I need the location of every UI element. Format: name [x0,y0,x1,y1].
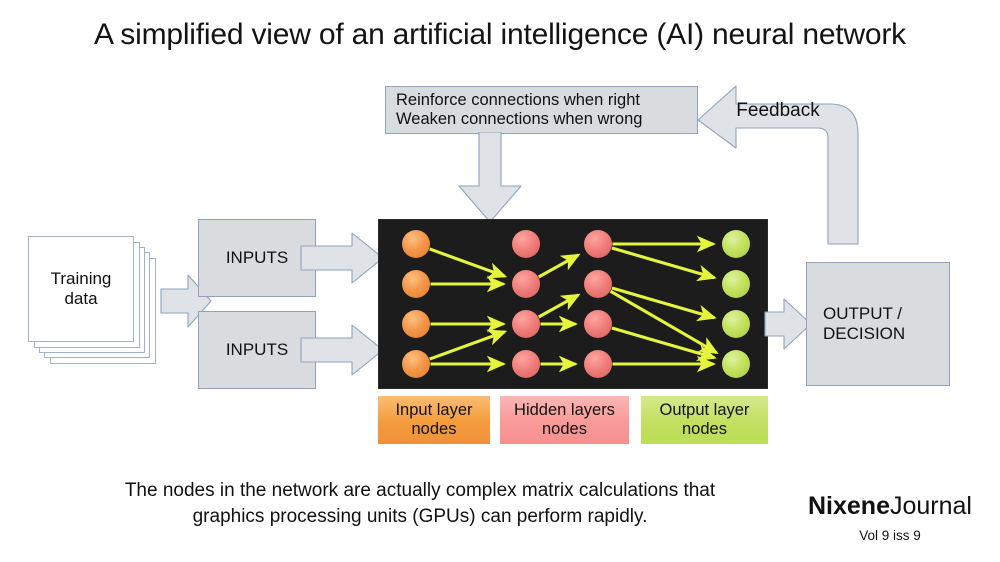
network-node-h24 [584,350,612,378]
reinforce-line: Reinforce connections when right [396,90,640,109]
legend-hidden-line2: nodes [542,420,587,438]
feedback-label: Feedback [736,100,820,121]
network-nodes [402,230,750,378]
network-node-o3 [722,310,750,338]
caption-line2: graphics processing units (GPUs) can per… [192,506,648,528]
network-node-i4 [402,350,430,378]
inputs-box-1-label: INPUTS [225,247,289,267]
inputs-box-1: INPUTS [198,219,316,297]
network-node-h13 [512,310,540,338]
output-decision-box: OUTPUT / DECISION [806,262,950,386]
inputs-2-arrow-icon [300,324,384,376]
figure-caption: The nodes in the network are actually co… [60,478,780,530]
inputs-box-2: INPUTS [198,311,316,389]
network-node-h14 [512,350,540,378]
network-node-h11 [512,230,540,258]
network-edges [429,235,719,373]
neural-network-panel [378,219,768,389]
network-node-h12 [512,270,540,298]
page-title: A simplified view of an artificial intel… [94,18,906,51]
training-card-front: Training data [28,236,134,342]
legend-input-line2: nodes [411,420,457,438]
legend-input-layer: Input layer nodes [378,396,490,444]
legend-output-line1: Output layer [659,401,750,420]
neural-network-graph [402,230,750,378]
network-node-o4 [722,350,750,378]
inputs-box-2-label: INPUTS [225,339,289,359]
network-node-h21 [584,230,612,258]
network-node-h23 [584,310,612,338]
publisher-logo: NixeneJournal [790,492,990,521]
network-edge [429,247,508,279]
feedback-arrow-icon [697,85,859,245]
caption-line1: The nodes in the network are actually co… [124,480,716,501]
network-edge [611,326,717,362]
network-edge [609,289,719,355]
training-data-line2: data [64,289,98,308]
network-node-o1 [722,230,750,258]
network-edge [537,253,581,279]
down-arrow-icon [458,132,522,223]
output-decision-line2: DECISION [823,324,906,343]
publisher-name-rest: Journal [889,492,972,520]
network-edge [611,246,717,282]
volume-issue: Vol 9 iss 9 [859,528,921,543]
inputs-1-arrow-icon [300,232,384,284]
network-node-h22 [584,270,612,298]
reinforce-weaken-box: Reinforce connections when right Weaken … [385,86,698,134]
legend-output-layer: Output layer nodes [641,396,768,444]
output-decision-line1: OUTPUT / [823,303,903,323]
network-node-i3 [402,310,430,338]
network-node-i2 [402,270,430,298]
network-edge [429,329,508,361]
legend-hidden-layers: Hidden layers nodes [500,396,629,444]
legend-hidden-line1: Hidden layers [514,401,615,420]
training-data-label: Training data [29,237,133,341]
training-data-stack: Training data [28,236,168,364]
network-node-o2 [722,270,750,298]
weaken-line: Weaken connections when wrong [396,110,643,128]
publisher-name-bold: Nixene [808,492,890,520]
legend-output-line2: nodes [682,420,727,438]
network-edge [537,293,581,319]
training-data-line1: Training [50,268,112,288]
legend-input-line1: Input layer [395,401,473,420]
network-edge [611,286,717,322]
network-to-output-arrow-icon [764,298,812,350]
network-node-i1 [402,230,430,258]
